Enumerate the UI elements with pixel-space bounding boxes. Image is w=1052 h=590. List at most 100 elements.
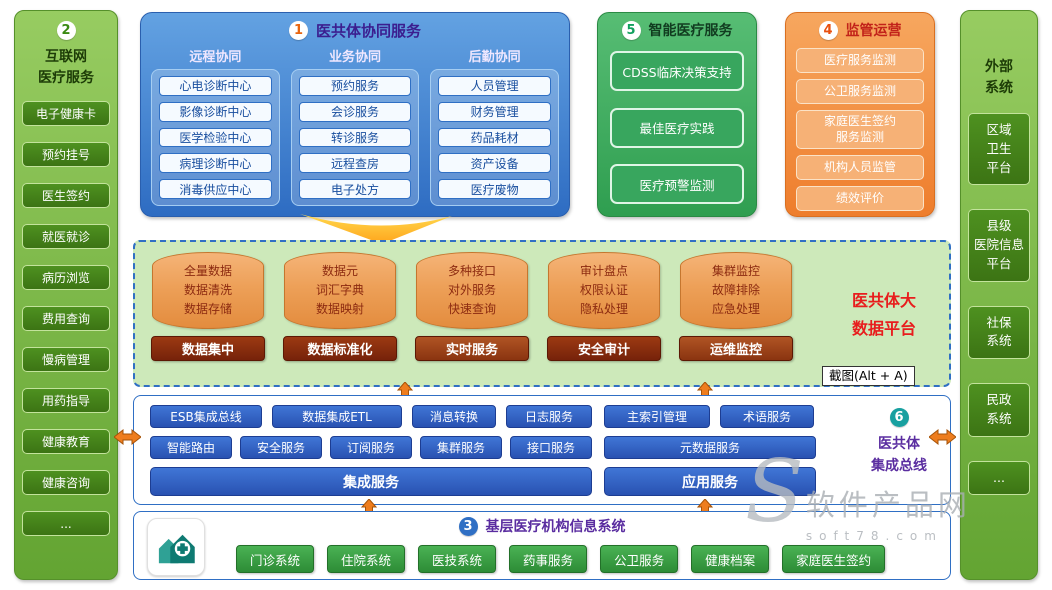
platform-label-security-audit: 安全审计 — [547, 336, 661, 361]
service-item-appointment: 预约挂号 — [22, 142, 110, 167]
remote-rounds-item: 远程查房 — [298, 153, 412, 174]
smart-routing-item: 智能路由 — [150, 436, 232, 459]
health-record-item: 健康档案 — [691, 545, 770, 573]
finance-mgmt-item: 财务管理 — [438, 101, 552, 122]
integration-bus-title: 医共体 集成总线 — [871, 436, 927, 474]
outpatient-system-item: 门诊系统 — [236, 545, 315, 573]
pharmacy-service-item: 药事服务 — [509, 545, 588, 573]
e-prescription-item: 电子处方 — [298, 179, 412, 199]
county-hospital-platform-item: 县级 医院信息 平台 — [968, 209, 1030, 282]
hospital-building-icon — [158, 534, 195, 564]
supervision-header: 4 监管运营 — [786, 13, 934, 40]
civil-affairs-system-item: 民政 系统 — [968, 383, 1030, 437]
interface-service-item: 接口服务 — [510, 436, 592, 459]
database-cylinder-icon: 全量数据 数据清洗 数据存储 — [152, 252, 264, 329]
message-transform-item: 消息转换 — [412, 405, 496, 428]
big-data-platform-panel: 全量数据 数据清洗 数据存储 数据集中 数据元 词汇字典 数据映射 数据标准化 … — [133, 240, 951, 387]
collaborative-services-header: 1 医共体协同服务 — [141, 13, 569, 41]
medical-waste-item: 医疗废物 — [438, 179, 552, 199]
early-warning-item: 医疗预警监测 — [610, 164, 744, 204]
smart-medical-header: 5 智能医疗服务 — [598, 13, 756, 40]
right-horizontal-connector-arrow — [929, 429, 956, 445]
screenshot-tooltip: 截图(Alt + A) — [822, 366, 915, 386]
left-horizontal-connector-arrow — [114, 429, 141, 445]
service-item-health-education: 健康教育 — [22, 429, 110, 454]
staff-supervision-item: 机构人员监管 — [796, 155, 924, 180]
database-cylinder-icon: 审计盘点 权限认证 隐私处理 — [548, 252, 660, 329]
remote-collaboration-panel: 心电诊断中心 影像诊断中心 医学检验中心 病理诊断中心 消毒供应中心 — [151, 69, 280, 206]
integration-bus-caption: 6 医共体 集成总线 — [846, 408, 952, 477]
smart-medical-title: 智能医疗服务 — [648, 23, 733, 39]
lab-center-item: 医学检验中心 — [159, 127, 272, 148]
big-data-platform-title: 医共体大 数据平台 — [852, 291, 917, 338]
external-more-item: ... — [968, 460, 1030, 496]
logistics-collaboration-column: 后勤协同 人员管理 财务管理 药品耗材 资产设备 医疗废物 — [430, 46, 560, 206]
service-item-doctor-signing: 医生签约 — [22, 183, 110, 208]
integration-bus-left-group: ESB集成总线 数据集成ETL 消息转换 日志服务 智能路由 安全服务 订阅服务… — [150, 405, 592, 496]
service-item-health-consult: 健康咨询 — [22, 470, 110, 495]
supervision-operations-panel: 4 监管运营 医疗服务监测 公卫服务监测 家庭医生签约 服务监测 机构人员监管 … — [785, 12, 935, 217]
integration-service-bar: 集成服务 — [150, 467, 592, 496]
badge-6: 6 — [889, 408, 909, 427]
internet-medical-services-list: 电子健康卡 预约挂号 医生签约 就医就诊 病历浏览 费用查询 慢病管理 用药指导… — [22, 101, 110, 536]
badge-1: 1 — [288, 21, 308, 40]
drug-supplies-item: 药品耗材 — [438, 127, 552, 148]
service-item-record-browse: 病历浏览 — [22, 265, 110, 290]
grassroots-title-row: 3 基层医疗机构信息系统 — [134, 516, 950, 536]
family-doctor-signing-item: 家庭医生签约 — [782, 545, 886, 573]
cylinder-text: 多种接口 对外服务 快速查询 — [447, 263, 496, 317]
collaborative-columns: 远程协同 心电诊断中心 影像诊断中心 医学检验中心 病理诊断中心 消毒供应中心 … — [151, 46, 560, 206]
disinfection-center-item: 消毒供应中心 — [159, 179, 272, 199]
platform-label-data-centralization: 数据集中 — [151, 336, 265, 361]
external-systems-panel: 外部 系统 区域 卫生 平台 县级 医院信息 平台 社保 系统 民政 系统 ..… — [960, 10, 1038, 580]
platform-group-ops-monitoring: 集群监控 故障排除 应急处理 运维监控 — [679, 252, 793, 361]
business-collaboration-column: 业务协同 预约服务 会诊服务 转诊服务 远程查房 电子处方 — [290, 46, 420, 206]
grassroots-systems-panel: 3 基层医疗机构信息系统 门诊系统 住院系统 医技系统 药事服务 公卫服务 健康… — [133, 511, 951, 580]
medical-service-monitor-item: 医疗服务监测 — [796, 48, 924, 73]
service-item-fee-query: 费用查询 — [22, 306, 110, 331]
bus-row-1-left: ESB集成总线 数据集成ETL 消息转换 日志服务 — [150, 405, 592, 428]
platform-label-data-standardization: 数据标准化 — [283, 336, 397, 361]
best-practice-item: 最佳医疗实践 — [610, 107, 744, 148]
logistics-collaboration-panel: 人员管理 财务管理 药品耗材 资产设备 医疗废物 — [430, 69, 560, 206]
integration-bus-panel: ESB集成总线 数据集成ETL 消息转换 日志服务 智能路由 安全服务 订阅服务… — [133, 395, 951, 505]
performance-eval-item: 绩效评价 — [796, 186, 924, 211]
public-health-monitor-item: 公卫服务监测 — [796, 79, 924, 104]
supervision-title: 监管运营 — [845, 23, 902, 39]
supervision-items: 医疗服务监测 公卫服务监测 家庭医生签约 服务监测 机构人员监管 绩效评价 — [796, 48, 924, 211]
bus-row-2-left: 智能路由 安全服务 订阅服务 集群服务 接口服务 — [150, 436, 592, 459]
family-doctor-monitor-item: 家庭医生签约 服务监测 — [796, 110, 924, 149]
platform-group-realtime-service: 多种接口 对外服务 快速查询 实时服务 — [415, 252, 529, 361]
cylinder-text: 全量数据 数据清洗 数据存储 — [183, 263, 232, 317]
external-systems-title: 外部 系统 — [985, 59, 1013, 96]
cdss-item: CDSS临床决策支持 — [610, 51, 744, 91]
esb-bus-item: ESB集成总线 — [150, 405, 262, 428]
referral-service-item: 转诊服务 — [298, 127, 412, 148]
badge-4: 4 — [818, 20, 838, 40]
subscription-service-item: 订阅服务 — [330, 436, 412, 459]
smart-medical-items: CDSS临床决策支持 最佳医疗实践 医疗预警监测 — [610, 51, 744, 204]
platform-label-ops-monitoring: 运维监控 — [679, 336, 793, 361]
regional-health-platform-item: 区域 卫生 平台 — [968, 113, 1030, 186]
cylinder-text: 集群监控 故障排除 应急处理 — [711, 263, 760, 317]
service-item-visit: 就医就诊 — [22, 224, 110, 249]
medtech-system-item: 医技系统 — [418, 545, 497, 573]
inpatient-system-item: 住院系统 — [327, 545, 406, 573]
public-health-service-item: 公卫服务 — [600, 545, 679, 573]
consultation-service-item: 会诊服务 — [298, 101, 412, 122]
hospital-icon — [147, 518, 205, 576]
pathology-center-item: 病理诊断中心 — [159, 153, 272, 174]
internet-medical-services-title: 互联网 医疗服务 — [38, 49, 94, 86]
logistics-collaboration-label: 后勤协同 — [468, 50, 521, 65]
external-systems-list: 区域 卫生 平台 县级 医院信息 平台 社保 系统 民政 系统 ... — [968, 113, 1030, 496]
platform-group-data-centralization: 全量数据 数据清洗 数据存储 数据集中 — [151, 252, 265, 361]
integration-bus-right-group: 主索引管理 术语服务 元数据服务 应用服务 — [604, 405, 816, 496]
social-security-system-item: 社保 系统 — [968, 305, 1030, 359]
platform-group-data-standardization: 数据元 词汇字典 数据映射 数据标准化 — [283, 252, 397, 361]
terminology-service-item: 术语服务 — [720, 405, 814, 428]
badge-3: 3 — [458, 516, 478, 536]
data-etl-item: 数据集成ETL — [272, 405, 402, 428]
log-service-item: 日志服务 — [506, 405, 592, 428]
business-collaboration-label: 业务协同 — [329, 50, 382, 65]
